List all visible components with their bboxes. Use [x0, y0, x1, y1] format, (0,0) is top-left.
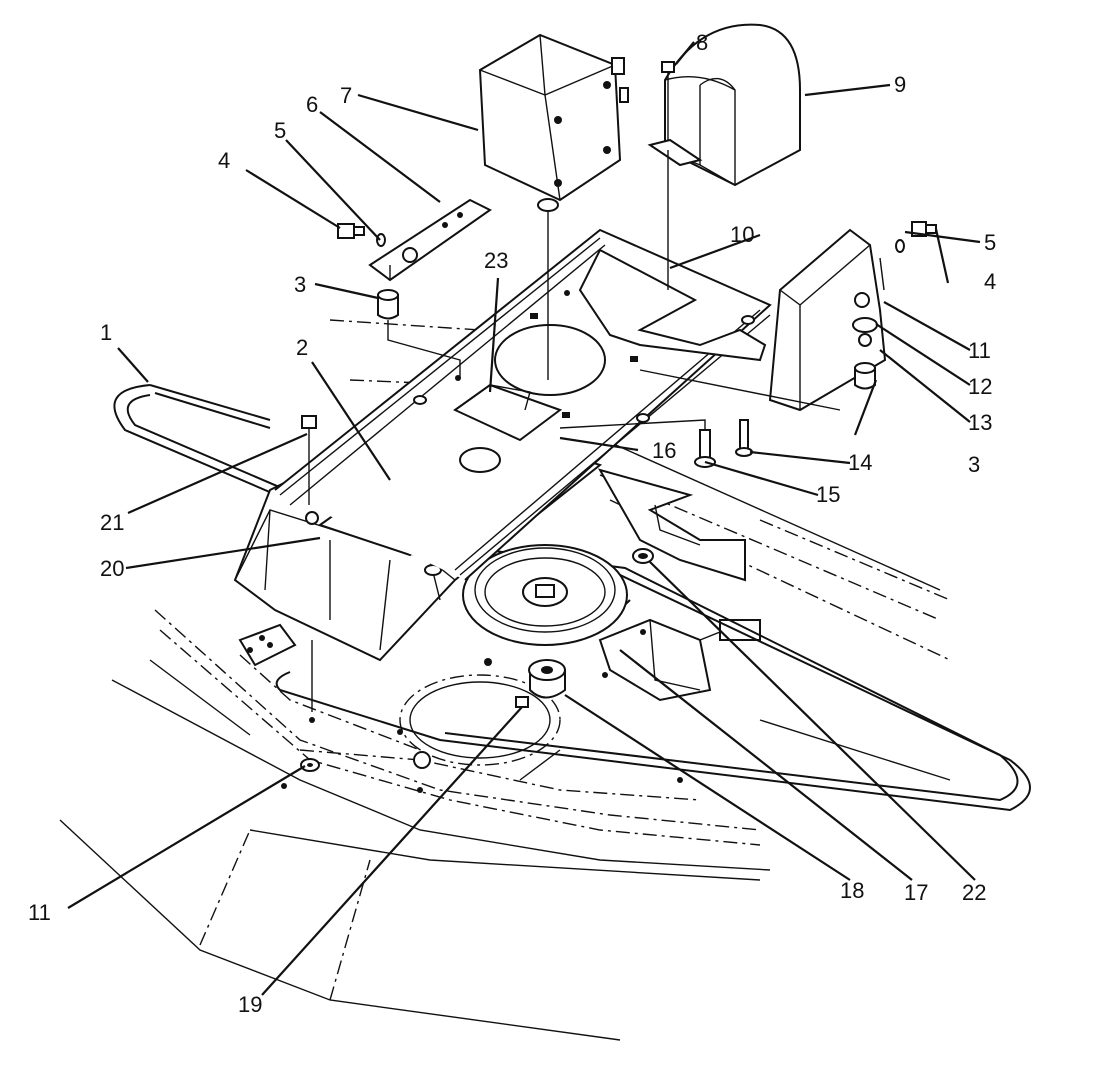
- gearbox-housing: [478, 33, 629, 380]
- bolt-15: [559, 419, 716, 468]
- callout-6: 6: [306, 92, 318, 117]
- callout-1: 1: [100, 320, 112, 345]
- callout-14: 14: [848, 450, 872, 475]
- callout-5-left: 5: [274, 118, 286, 143]
- callout-21: 21: [100, 510, 124, 535]
- leader-lines: [67, 41, 981, 996]
- washer-5-right: [895, 239, 905, 253]
- washer-5-left: [376, 233, 386, 247]
- callout-labels: 1 2 3 3 4 4 5 5 6 7 8 9 10 11 11 12 13 1…: [28, 30, 996, 1017]
- callout-20: 20: [100, 556, 124, 581]
- callout-16: 16: [652, 438, 676, 463]
- nut-11-lower: [300, 758, 320, 772]
- callout-22: 22: [962, 880, 986, 905]
- callout-23: 23: [484, 248, 508, 273]
- spacer-3-left: [377, 289, 461, 378]
- callout-10: 10: [730, 222, 754, 247]
- mower-deck: [59, 319, 951, 1041]
- drive-pulley: [462, 544, 628, 646]
- callout-11-right: 11: [968, 338, 991, 363]
- nut-22: [632, 548, 654, 564]
- callout-3-left: 3: [294, 272, 306, 297]
- callout-11-lower: 11: [28, 900, 51, 925]
- callout-19: 19: [238, 992, 262, 1017]
- deck-plate: [274, 228, 772, 581]
- v-belt: [113, 384, 1031, 812]
- callout-15: 15: [816, 482, 840, 507]
- callout-9: 9: [894, 72, 906, 97]
- callout-18: 18: [840, 878, 864, 903]
- left-bracket: [368, 198, 492, 282]
- spindle-hub: [515, 659, 566, 708]
- callout-2: 2: [296, 335, 308, 360]
- callout-12: 12: [968, 374, 992, 399]
- spacer-3-right: [854, 362, 876, 390]
- bolt-8: [661, 61, 675, 290]
- pulley-cover: [647, 23, 801, 187]
- callout-3-right: 3: [968, 452, 980, 477]
- callout-13: 13: [968, 410, 992, 435]
- bolt-21: [301, 415, 317, 712]
- callout-5-right: 5: [984, 230, 996, 255]
- bolt-4-left: [337, 223, 365, 239]
- callout-17: 17: [904, 880, 928, 905]
- callout-4-right: 4: [984, 269, 996, 294]
- callout-7: 7: [340, 83, 352, 108]
- callout-4-left: 4: [218, 148, 230, 173]
- callout-8: 8: [696, 30, 708, 55]
- bolt-14: [735, 419, 753, 457]
